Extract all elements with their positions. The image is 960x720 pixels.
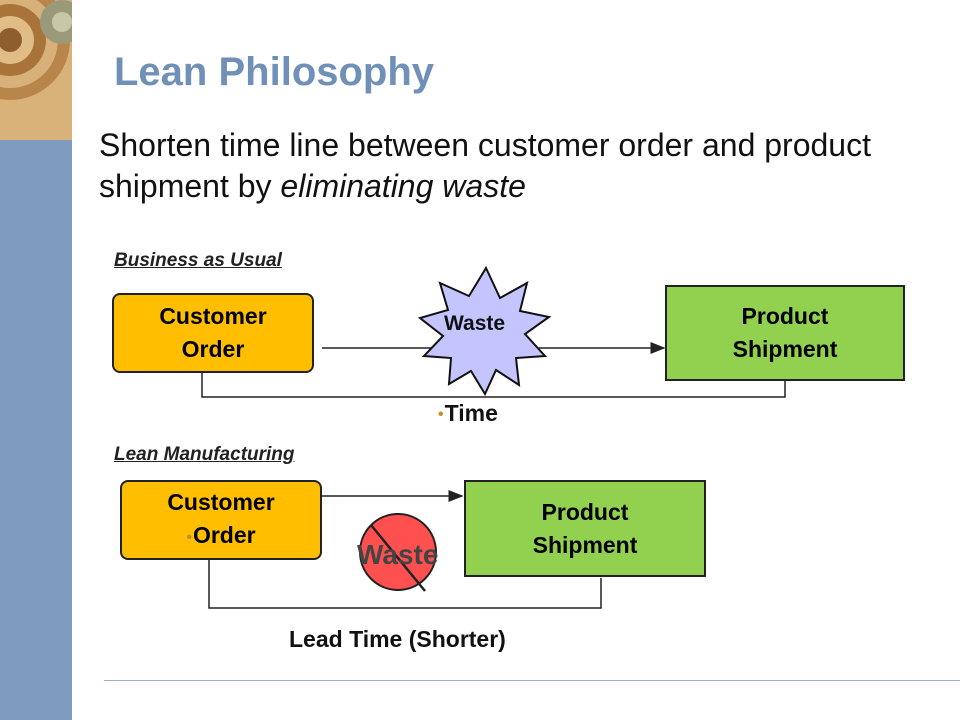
- lean-product-shipment-box: Product Shipment: [464, 480, 706, 577]
- lean-customer-order-line2-wrap: Order: [167, 519, 274, 553]
- sidebar-accent: [0, 140, 72, 720]
- bau-waste-label: Waste: [444, 312, 506, 335]
- lean-time-bracket: [208, 560, 602, 609]
- lean-waste-label: Waste: [357, 539, 439, 570]
- prohibited-slash: [370, 524, 426, 592]
- bau-customer-order-line2: Order: [181, 336, 245, 362]
- bau-time-bracket: [201, 372, 786, 398]
- lean-manufacturing-label: Lean Manufacturing: [114, 444, 295, 465]
- page-title: Lean Philosophy: [114, 50, 435, 94]
- bau-product-shipment-box: Product Shipment: [665, 285, 905, 381]
- business-as-usual-label: Business as Usual: [114, 250, 282, 271]
- bau-customer-order-line1: Customer: [159, 303, 267, 329]
- lean-product-shipment-line1: Product: [541, 498, 629, 525]
- lead-time-label: Lead Time (Shorter): [289, 626, 506, 652]
- bau-customer-order-box: Customer Order: [112, 293, 314, 373]
- subtitle-emphasis: eliminating waste: [280, 168, 526, 204]
- lean-customer-order-line2: Order: [186, 522, 255, 548]
- lean-customer-order-box: Customer Order: [120, 480, 322, 560]
- wood-gear-logo-icon: [0, 0, 84, 140]
- subtitle-text: Shorten time line between customer order…: [99, 127, 871, 204]
- lean-product-shipment-line2: Shipment: [532, 531, 638, 558]
- time-label-text: Time: [438, 400, 498, 426]
- footer-divider: [104, 680, 960, 681]
- bau-time-label: Time: [438, 400, 498, 427]
- bau-product-shipment-line1: Product: [741, 303, 829, 329]
- lean-customer-order-line1: Customer: [167, 489, 275, 516]
- starburst-icon: [417, 265, 552, 397]
- slide-subtitle: Shorten time line between customer order…: [99, 125, 919, 207]
- bau-product-shipment-line2: Shipment: [732, 336, 838, 362]
